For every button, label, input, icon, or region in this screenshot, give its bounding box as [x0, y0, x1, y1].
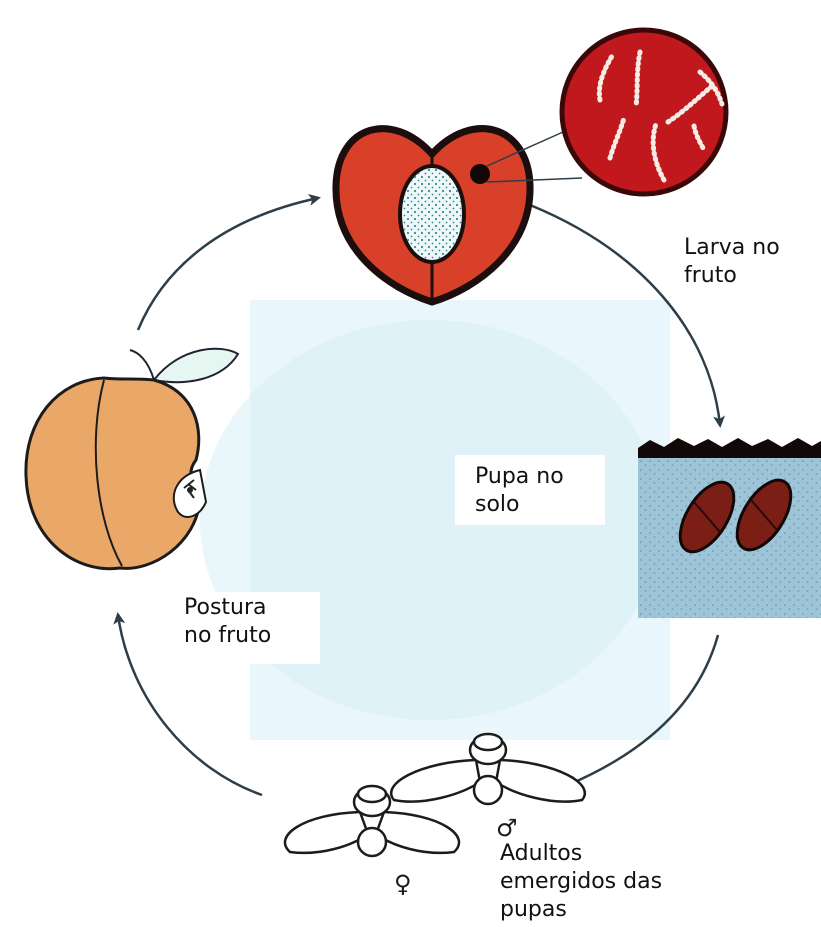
larvae-magnified	[562, 30, 726, 194]
label-larva-no-fruto: Larva no fruto	[684, 234, 804, 290]
infested-fruit	[336, 129, 530, 302]
label-pupa-no-solo: Pupa no solo	[455, 455, 605, 525]
male-symbol: ♂	[496, 814, 518, 842]
soil-pupae	[638, 438, 821, 618]
adult-fly-male	[391, 734, 585, 804]
female-symbol: ♀	[394, 870, 412, 898]
label-adultos-emergidos: Adultos emergidos das pupas	[500, 840, 700, 924]
peach-leaf	[154, 349, 238, 382]
larva-hole	[470, 164, 490, 184]
label-postura-no-fruto: Postura no fruto	[170, 592, 320, 664]
